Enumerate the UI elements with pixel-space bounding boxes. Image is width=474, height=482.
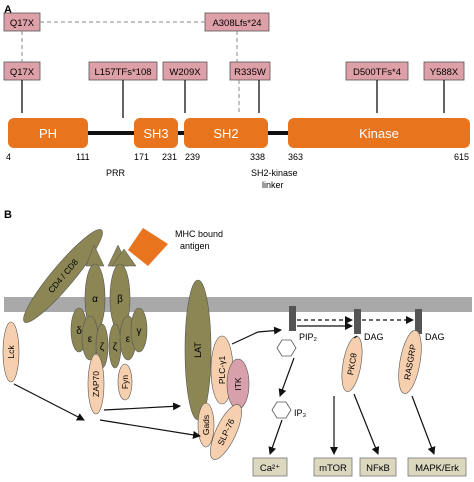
svg-text:111: 111 — [76, 152, 90, 162]
svg-text:Q17X: Q17X — [10, 67, 35, 78]
svg-text:ε: ε — [88, 334, 93, 345]
svg-text:Q17X: Q17X — [10, 18, 35, 29]
mutation-w209x: W209X — [162, 61, 208, 81]
svg-text:β: β — [117, 294, 123, 305]
svg-text:D500TFs*4: D500TFs*4 — [353, 67, 401, 78]
mutation-q17x: Q17X — [3, 61, 41, 81]
svg-text:ζ: ζ — [113, 342, 118, 353]
svg-text:LAT: LAT — [193, 342, 203, 358]
ip3-hexagon — [271, 401, 292, 419]
svg-text:Ca²⁺: Ca²⁺ — [260, 463, 280, 474]
output-calcium: Ca²⁺ — [252, 457, 288, 477]
mutation-stems — [21, 80, 445, 118]
svg-text:SH3: SH3 — [143, 126, 168, 141]
svg-text:ζ: ζ — [100, 342, 105, 353]
pip2-lipid-bar — [289, 306, 296, 331]
svg-text:W209X: W209X — [169, 67, 201, 78]
output-mtor: mTOR — [313, 457, 353, 477]
domain-kinase: Kinase — [288, 118, 470, 148]
output-mapk-erk: MAPK/Erk — [407, 457, 467, 477]
zap70-kinase: ZAP70 — [87, 353, 105, 415]
top-mutation-a308lfs: A308Lfs*24 — [204, 12, 270, 32]
panel-b-label: B — [4, 209, 12, 221]
mutation-r335w: R335W — [229, 61, 271, 81]
svg-text:R335W: R335W — [234, 67, 266, 78]
svg-text:δ: δ — [76, 326, 82, 337]
fyn-kinase: Fyn — [117, 363, 133, 401]
svg-text:mTOR: mTOR — [319, 463, 347, 474]
dag-lipid-bar-2 — [415, 309, 422, 334]
mhc-antigen-shape — [128, 228, 168, 266]
mutation-y588x: Y588X — [423, 61, 465, 81]
svg-text:α: α — [92, 294, 98, 305]
svg-text:ε: ε — [126, 334, 131, 345]
lck-kinase: Lck — [2, 321, 20, 383]
svg-text:ZAP70: ZAP70 — [91, 371, 101, 397]
svg-text:231: 231 — [162, 152, 177, 162]
svg-text:PLC-γ1: PLC-γ1 — [217, 356, 227, 385]
svg-text:Y588X: Y588X — [430, 67, 459, 78]
cell-membrane — [4, 297, 472, 312]
cd4-cd8-coreceptor: CD4 / CD8 — [23, 229, 103, 323]
svg-text:338: 338 — [250, 152, 265, 162]
svg-text:4: 4 — [6, 152, 11, 162]
itk-kinase: ITK — [226, 358, 250, 410]
output-nfkb: NFκB — [359, 457, 397, 477]
dag-label-2: DAG — [425, 332, 445, 342]
pip2-hexagon — [276, 339, 297, 357]
tcr-cd3-complex: α β δ ε ζ ζ ε γ — [70, 244, 148, 369]
prr-label: PRR — [106, 168, 126, 178]
dag-label-1: DAG — [364, 332, 384, 342]
mutation-l157tfs: L157TFs*108 — [88, 61, 158, 81]
svg-text:γ: γ — [137, 326, 142, 337]
domain-ph: PH — [8, 118, 88, 148]
svg-text:MAPK/Erk: MAPK/Erk — [415, 463, 459, 474]
svg-text:L157TFs*108: L157TFs*108 — [94, 67, 151, 78]
svg-text:Fyn: Fyn — [120, 375, 130, 389]
svg-text:A308Lfs*24: A308Lfs*24 — [212, 18, 261, 29]
pkc-theta: PKCθ — [341, 336, 363, 392]
top-mutation-q17x: Q17X — [3, 12, 41, 32]
slp76-adaptor: SLP-76 — [210, 404, 242, 460]
domain-sh2: SH2 — [184, 118, 268, 148]
mutation-d500tfs: D500TFs*4 — [345, 61, 409, 81]
signaling-arrows — [13, 326, 436, 455]
svg-text:171: 171 — [134, 152, 149, 162]
svg-text:Kinase: Kinase — [359, 126, 399, 141]
svg-text:PH: PH — [39, 126, 57, 141]
svg-text:239: 239 — [185, 152, 200, 162]
gads-adaptor: Gads — [197, 402, 215, 448]
dag-lipid-bar-1 — [354, 309, 361, 334]
svg-text:ITK: ITK — [233, 377, 243, 391]
svg-text:Lck: Lck — [6, 345, 16, 359]
svg-text:NFκB: NFκB — [366, 463, 390, 474]
rasgrp: RASGRP — [398, 330, 422, 394]
residue-positions: 4 111 171 231 239 338 363 615 — [6, 152, 469, 162]
antigen-label-1: MHC bound — [175, 229, 223, 239]
linker-label-1: SH2-kinase — [251, 168, 298, 178]
svg-text:Gads: Gads — [201, 415, 211, 435]
svg-text:SH2: SH2 — [213, 126, 238, 141]
pip2-label: PIP₂ — [299, 332, 318, 342]
panel-a-label: A — [4, 4, 12, 16]
antigen-label-2: antigen — [180, 241, 210, 251]
svg-text:615: 615 — [454, 152, 469, 162]
lat-adaptor: LAT — [184, 279, 212, 421]
ip3-label: IP₃ — [294, 408, 307, 418]
svg-text:PKCθ: PKCθ — [345, 352, 359, 376]
linker-label-2: linker — [262, 180, 284, 190]
svg-text:363: 363 — [288, 152, 303, 162]
domain-sh3: SH3 — [134, 118, 178, 148]
